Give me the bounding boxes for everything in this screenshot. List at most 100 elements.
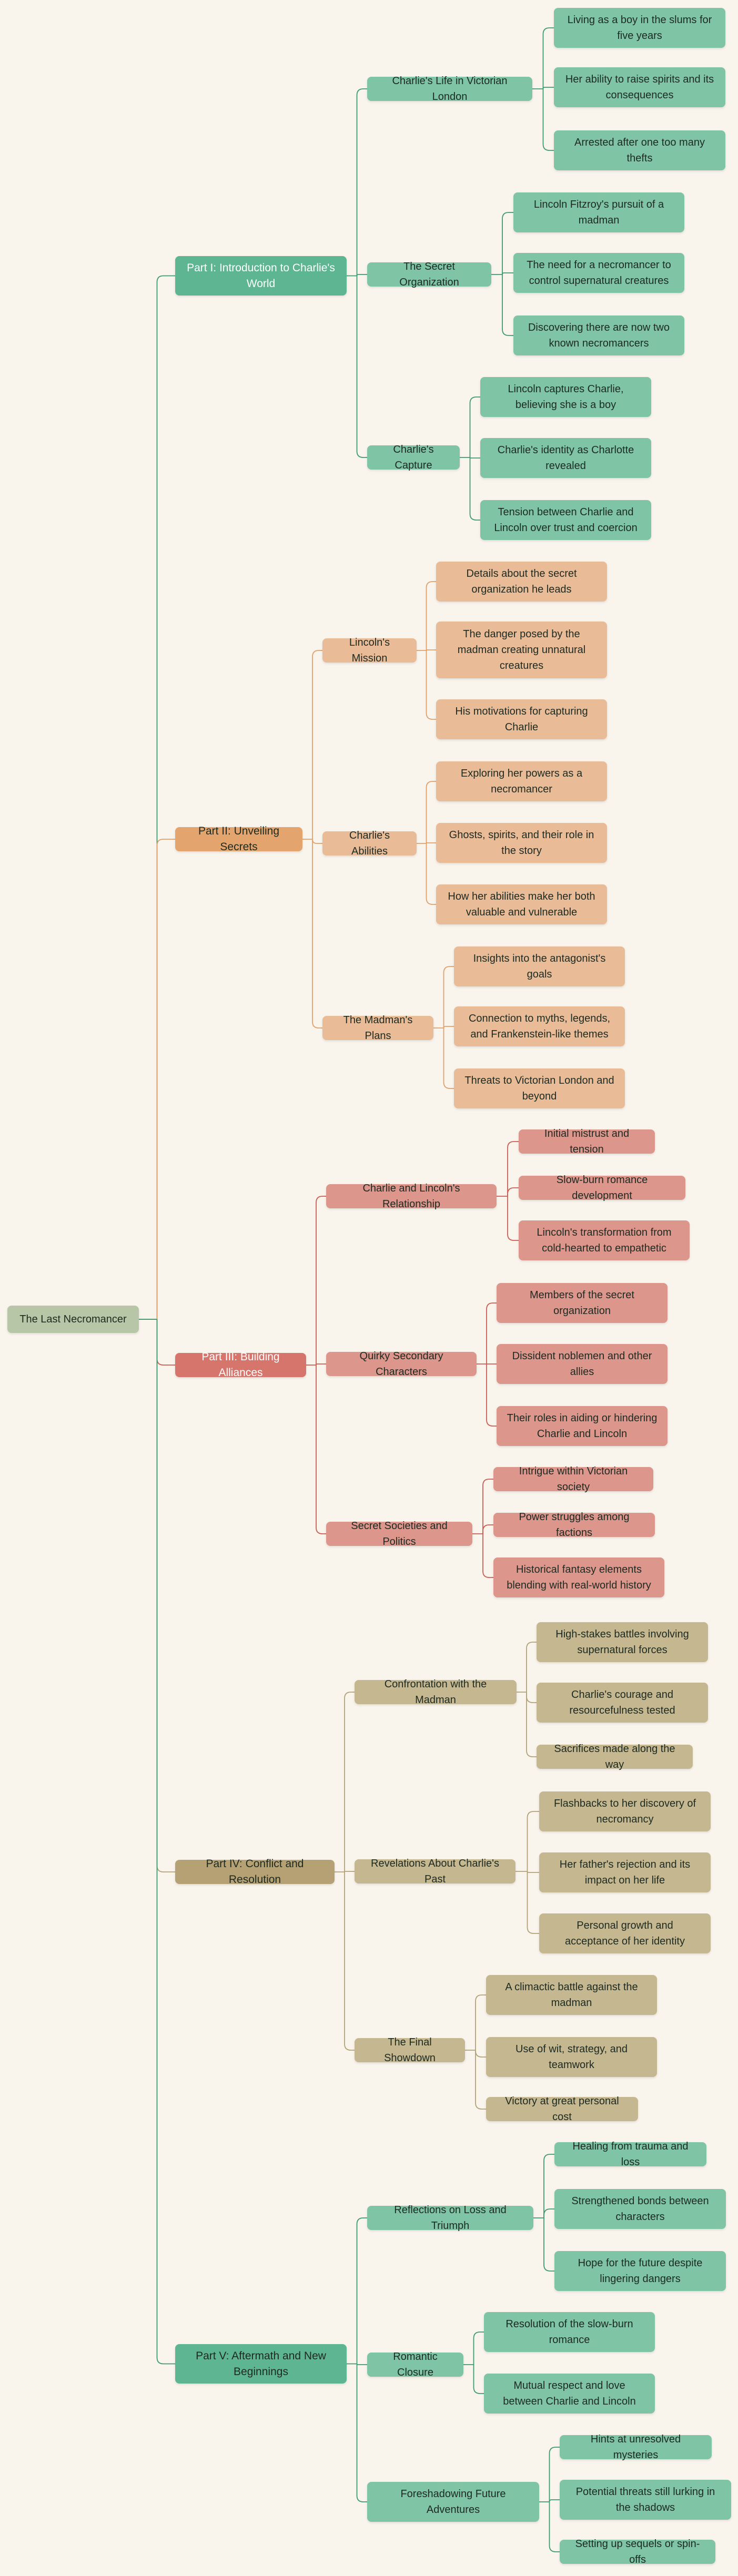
detail-node-how-her-abilities-make-her-both-valuable-and-vul[interactable]: How her abilities make her both valuable… — [436, 884, 607, 924]
node-label: Part V: Aftermath and New Beginnings — [196, 2349, 326, 2378]
topic-node-the-madman-s-plans[interactable]: The Madman's Plans — [322, 1014, 433, 1042]
node-label: Discovering there are now two known necr… — [528, 322, 670, 349]
node-label: Romantic Closure — [393, 2351, 438, 2378]
detail-node-their-roles-in-aiding-or-hindering-charlie-and-l[interactable]: Their roles in aiding or hindering Charl… — [497, 1406, 668, 1446]
detail-node-insights-into-the-antagonist-s-goals[interactable]: Insights into the antagonist's goals — [454, 946, 625, 986]
topic-node-secret-societies-and-politics[interactable]: Secret Societies and Politics — [326, 1520, 472, 1547]
node-label: Secret Societies and Politics — [351, 1520, 448, 1547]
detail-node-dissident-noblemen-and-other-allies[interactable]: Dissident noblemen and other allies — [497, 1344, 668, 1384]
detail-node-charlie-s-identity-as-charlotte-revealed[interactable]: Charlie's identity as Charlotte revealed — [480, 438, 651, 478]
node-label: Foreshadowing Future Adventures — [400, 2488, 506, 2516]
detail-node-connection-to-myths-legends-and-frankenstein-lik[interactable]: Connection to myths, legends, and Franke… — [454, 1006, 625, 1046]
topic-node-the-final-showdown[interactable]: The Final Showdown — [355, 2037, 465, 2064]
detail-node-ghosts-spirits-and-their-role-in-the-story[interactable]: Ghosts, spirits, and their role in the s… — [436, 823, 607, 863]
part-node-5[interactable]: Part V: Aftermath and New Beginnings — [175, 2344, 347, 2384]
connector-topic-2-3 — [433, 966, 454, 1089]
node-label: The Final Showdown — [384, 2037, 436, 2064]
topic-node-lincoln-s-mission[interactable]: Lincoln's Mission — [322, 637, 417, 664]
detail-node-personal-growth-and-acceptance-of-her-identity[interactable]: Personal growth and acceptance of her id… — [539, 1913, 711, 1953]
root-node[interactable]: The Last Necromancer — [7, 1306, 139, 1333]
node-label: Her father's rejection and its impact on… — [559, 1859, 691, 1886]
node-label: The Secret Organization — [399, 261, 459, 288]
detail-node-tension-between-charlie-and-lincoln-over-trust-a[interactable]: Tension between Charlie and Lincoln over… — [480, 500, 651, 540]
detail-node-a-climactic-battle-against-the-madman[interactable]: A climactic battle against the madman — [486, 1975, 657, 2015]
topic-node-the-secret-organization[interactable]: The Secret Organization — [367, 261, 491, 288]
detail-node-charlie-s-courage-and-resourcefulness-tested[interactable]: Charlie's courage and resourcefulness te… — [537, 1683, 708, 1723]
connector-branch — [443, 966, 454, 1028]
part-node-2[interactable]: Part II: Unveiling Secrets — [175, 825, 302, 853]
topic-node-quirky-secondary-characters[interactable]: Quirky Secondary Characters — [326, 1350, 477, 1378]
connector-branch — [426, 581, 436, 650]
connector-branch — [426, 650, 436, 720]
detail-node-flashbacks-to-her-discovery-of-necromancy[interactable]: Flashbacks to her discovery of necromanc… — [539, 1791, 711, 1831]
topic-node-charlie-s-life-in-victorian-london[interactable]: Charlie's Life in Victorian London — [367, 75, 532, 103]
detail-node-initial-mistrust-and-tension[interactable]: Initial mistrust and tension — [519, 1128, 655, 1155]
detail-node-arrested-after-one-too-many-thefts[interactable]: Arrested after one too many thefts — [554, 130, 725, 170]
detail-node-threats-to-victorian-london-and-beyond[interactable]: Threats to Victorian London and beyond — [454, 1068, 625, 1108]
detail-node-potential-threats-still-lurking-in-the-shadows[interactable]: Potential threats still lurking in the s… — [560, 2480, 731, 2520]
node-label: Use of wit, strategy, and teamwork — [515, 2043, 628, 2071]
connector-branch — [156, 1319, 175, 1872]
detail-node-the-need-for-a-necromancer-to-control-supernatur[interactable]: The need for a necromancer to control su… — [513, 253, 684, 293]
part-node-4[interactable]: Part IV: Conflict and Resolution — [175, 1858, 335, 1886]
detail-node-setting-up-sequels-or-spin-offs[interactable]: Setting up sequels or spin-offs — [560, 2538, 715, 2565]
detail-node-hope-for-the-future-despite-lingering-dangers[interactable]: Hope for the future despite lingering da… — [554, 2251, 726, 2291]
node-label: Intrigue within Victorian society — [519, 1465, 628, 1493]
detail-node-power-struggles-among-factions[interactable]: Power struggles among factions — [493, 1511, 655, 1539]
connector-branch — [482, 1479, 493, 1534]
part-node-1[interactable]: Part I: Introduction to Charlie's World — [175, 256, 347, 296]
topic-node-charlie-s-abilities[interactable]: Charlie's Abilities — [322, 830, 417, 857]
detail-node-hints-at-unresolved-mysteries[interactable]: Hints at unresolved mysteries — [560, 2434, 712, 2461]
node-label: Initial mistrust and tension — [544, 1128, 630, 1155]
detail-node-her-ability-to-raise-spirits-and-its-consequence[interactable]: Her ability to raise spirits and its con… — [554, 67, 725, 107]
connector-branch — [443, 1028, 454, 1089]
part-node-3[interactable]: Part III: Building Alliances — [175, 1351, 306, 1379]
detail-node-details-about-the-secret-organization-he-leads[interactable]: Details about the secret organization he… — [436, 562, 607, 602]
connector-root-part-5 — [139, 1319, 175, 2365]
node-label: Charlie's courage and resourcefulness te… — [569, 1689, 675, 1716]
detail-node-sacrifices-made-along-the-way[interactable]: Sacrifices made along the way — [537, 1743, 693, 1770]
connector-branch — [542, 27, 554, 89]
connector-branch — [549, 2502, 560, 2552]
node-label: The Last Necromancer — [19, 1314, 127, 1325]
detail-node-lincoln-captures-charlie-believing-she-is-a-boy[interactable]: Lincoln captures Charlie, believing she … — [480, 377, 651, 417]
connector-branch — [549, 2447, 560, 2502]
node-label: Connection to myths, legends, and Franke… — [468, 1013, 611, 1040]
detail-node-slow-burn-romance-development[interactable]: Slow-burn romance development — [519, 1174, 685, 1202]
detail-node-mutual-respect-and-love-between-charlie-and-linc[interactable]: Mutual respect and love between Charlie … — [484, 2374, 655, 2414]
detail-node-exploring-her-powers-as-a-necromancer[interactable]: Exploring her powers as a necromancer — [436, 761, 607, 801]
node-label: Historical fantasy elements blending wit… — [507, 1564, 651, 1591]
node-label: Her ability to raise spirits and its con… — [565, 74, 714, 101]
detail-node-resolution-of-the-slow-burn-romance[interactable]: Resolution of the slow-burn romance — [484, 2312, 655, 2352]
topic-node-charlie-and-lincoln-s-relationship[interactable]: Charlie and Lincoln's Relationship — [326, 1183, 497, 1210]
detail-node-high-stakes-battles-involving-supernatural-force[interactable]: High-stakes battles involving supernatur… — [537, 1622, 708, 1662]
node-label: Their roles in aiding or hindering Charl… — [507, 1412, 658, 1440]
detail-node-historical-fantasy-elements-blending-with-real-w[interactable]: Historical fantasy elements blending wit… — [493, 1557, 664, 1597]
topic-node-reflections-on-loss-and-triumph[interactable]: Reflections on Loss and Triumph — [367, 2204, 533, 2232]
detail-node-strengthened-bonds-between-characters[interactable]: Strengthened bonds between characters — [554, 2189, 726, 2229]
detail-node-healing-from-trauma-and-loss[interactable]: Healing from trauma and loss — [554, 2141, 706, 2168]
topic-node-romantic-closure[interactable]: Romantic Closure — [367, 2351, 463, 2378]
detail-node-her-father-s-rejection-and-its-impact-on-her-lif[interactable]: Her father's rejection and its impact on… — [539, 1852, 711, 1892]
detail-node-living-as-a-boy-in-the-slums-for-five-years[interactable]: Living as a boy in the slums for five ye… — [554, 8, 725, 48]
node-label: Lincoln's Mission — [349, 637, 390, 664]
detail-node-intrigue-within-victorian-society[interactable]: Intrigue within Victorian society — [493, 1465, 653, 1493]
detail-node-his-motivations-for-capturing-charlie[interactable]: His motivations for capturing Charlie — [436, 699, 607, 739]
connector-branch — [502, 272, 513, 275]
node-label: Resolution of the slow-burn romance — [506, 2318, 633, 2346]
detail-node-members-of-the-secret-organization[interactable]: Members of the secret organization — [497, 1283, 668, 1323]
connector-branch — [473, 2331, 484, 2365]
topic-node-foreshadowing-future-adventures[interactable]: Foreshadowing Future Adventures — [367, 2482, 539, 2522]
detail-node-the-danger-posed-by-the-madman-creating-unnatura[interactable]: The danger posed by the madman creating … — [436, 622, 607, 678]
detail-node-lincoln-s-transformation-from-cold-hearted-to-em[interactable]: Lincoln's transformation from cold-heart… — [519, 1220, 690, 1260]
topic-node-revelations-about-charlie-s-past[interactable]: Revelations About Charlie's Past — [355, 1858, 515, 1885]
detail-node-discovering-there-are-now-two-known-necromancers[interactable]: Discovering there are now two known necr… — [513, 315, 684, 355]
topic-node-confrontation-with-the-madman[interactable]: Confrontation with the Madman — [355, 1678, 517, 1706]
detail-node-lincoln-fitzroy-s-pursuit-of-a-madman[interactable]: Lincoln Fitzroy's pursuit of a madman — [513, 192, 684, 232]
connector-branch — [316, 1365, 326, 1534]
detail-node-use-of-wit-strategy-and-teamwork[interactable]: Use of wit, strategy, and teamwork — [486, 2037, 657, 2077]
connector-branch — [473, 2365, 484, 2394]
detail-node-victory-at-great-personal-cost[interactable]: Victory at great personal cost — [486, 2095, 638, 2123]
topic-node-charlie-s-capture[interactable]: Charlie's Capture — [367, 444, 460, 471]
node-label: Charlie's identity as Charlotte revealed — [497, 444, 634, 472]
